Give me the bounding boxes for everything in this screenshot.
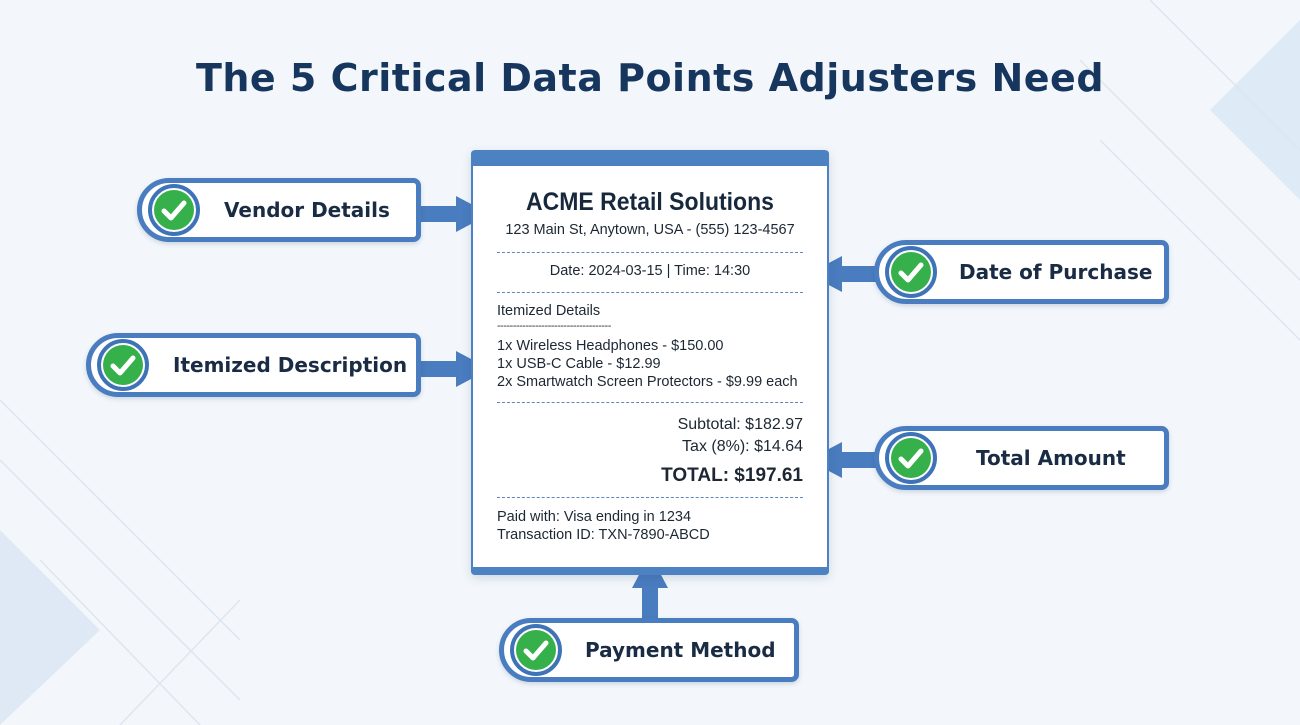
callout-total-amount: Total Amount <box>874 426 1169 490</box>
receipt: ACME Retail Solutions 123 Main St, Anyto… <box>471 150 829 575</box>
items-heading: Itemized Details <box>497 303 601 319</box>
receipt-bottom-bar <box>471 567 829 575</box>
callout-itemized-description: Itemized Description <box>86 333 421 397</box>
subtotal: Subtotal: $182.97 <box>677 416 803 433</box>
callout-vendor-details: Vendor Details <box>137 178 421 242</box>
payment-method: Paid with: Visa ending in 1234 <box>497 509 692 525</box>
store-name: ACME Retail Solutions <box>526 188 774 216</box>
check-circle-icon <box>506 624 566 676</box>
callout-payment-method: Payment Method <box>499 618 799 682</box>
check-circle-icon <box>93 339 153 391</box>
callout-label: Payment Method <box>585 638 776 662</box>
callout-label: Vendor Details <box>224 198 390 222</box>
store-address: 123 Main St, Anytown, USA - (555) 123-45… <box>505 222 795 238</box>
check-circle-icon <box>881 432 941 484</box>
divider <box>497 292 803 293</box>
line-item: 1x Wireless Headphones - $150.00 <box>497 338 724 354</box>
receipt-top-bar <box>471 150 829 166</box>
check-circle-icon <box>881 246 941 298</box>
callout-label: Date of Purchase <box>959 260 1153 284</box>
divider <box>497 402 803 403</box>
callout-date-of-purchase: Date of Purchase <box>874 240 1169 304</box>
check-circle-icon <box>144 184 204 236</box>
purchase-date-time: Date: 2024-03-15 | Time: 14:30 <box>549 263 751 279</box>
divider <box>497 252 803 253</box>
receipt-border-right <box>827 150 829 575</box>
tax: Tax (8%): $14.64 <box>682 438 803 455</box>
page-title: The 5 Critical Data Points Adjusters Nee… <box>195 56 1105 100</box>
receipt-border-left <box>471 150 473 575</box>
callout-label: Itemized Description <box>173 353 408 377</box>
divider <box>497 497 803 498</box>
callout-label: Total Amount <box>976 446 1126 470</box>
line-item: 2x Smartwatch Screen Protectors - $9.99 … <box>497 374 798 390</box>
line-item: 1x USB-C Cable - $12.99 <box>497 356 661 372</box>
transaction-id: Transaction ID: TXN-7890-ABCD <box>497 527 710 543</box>
total-amount: TOTAL: $197.61 <box>661 465 803 486</box>
items-divider: ------------------------------------ <box>497 320 611 332</box>
